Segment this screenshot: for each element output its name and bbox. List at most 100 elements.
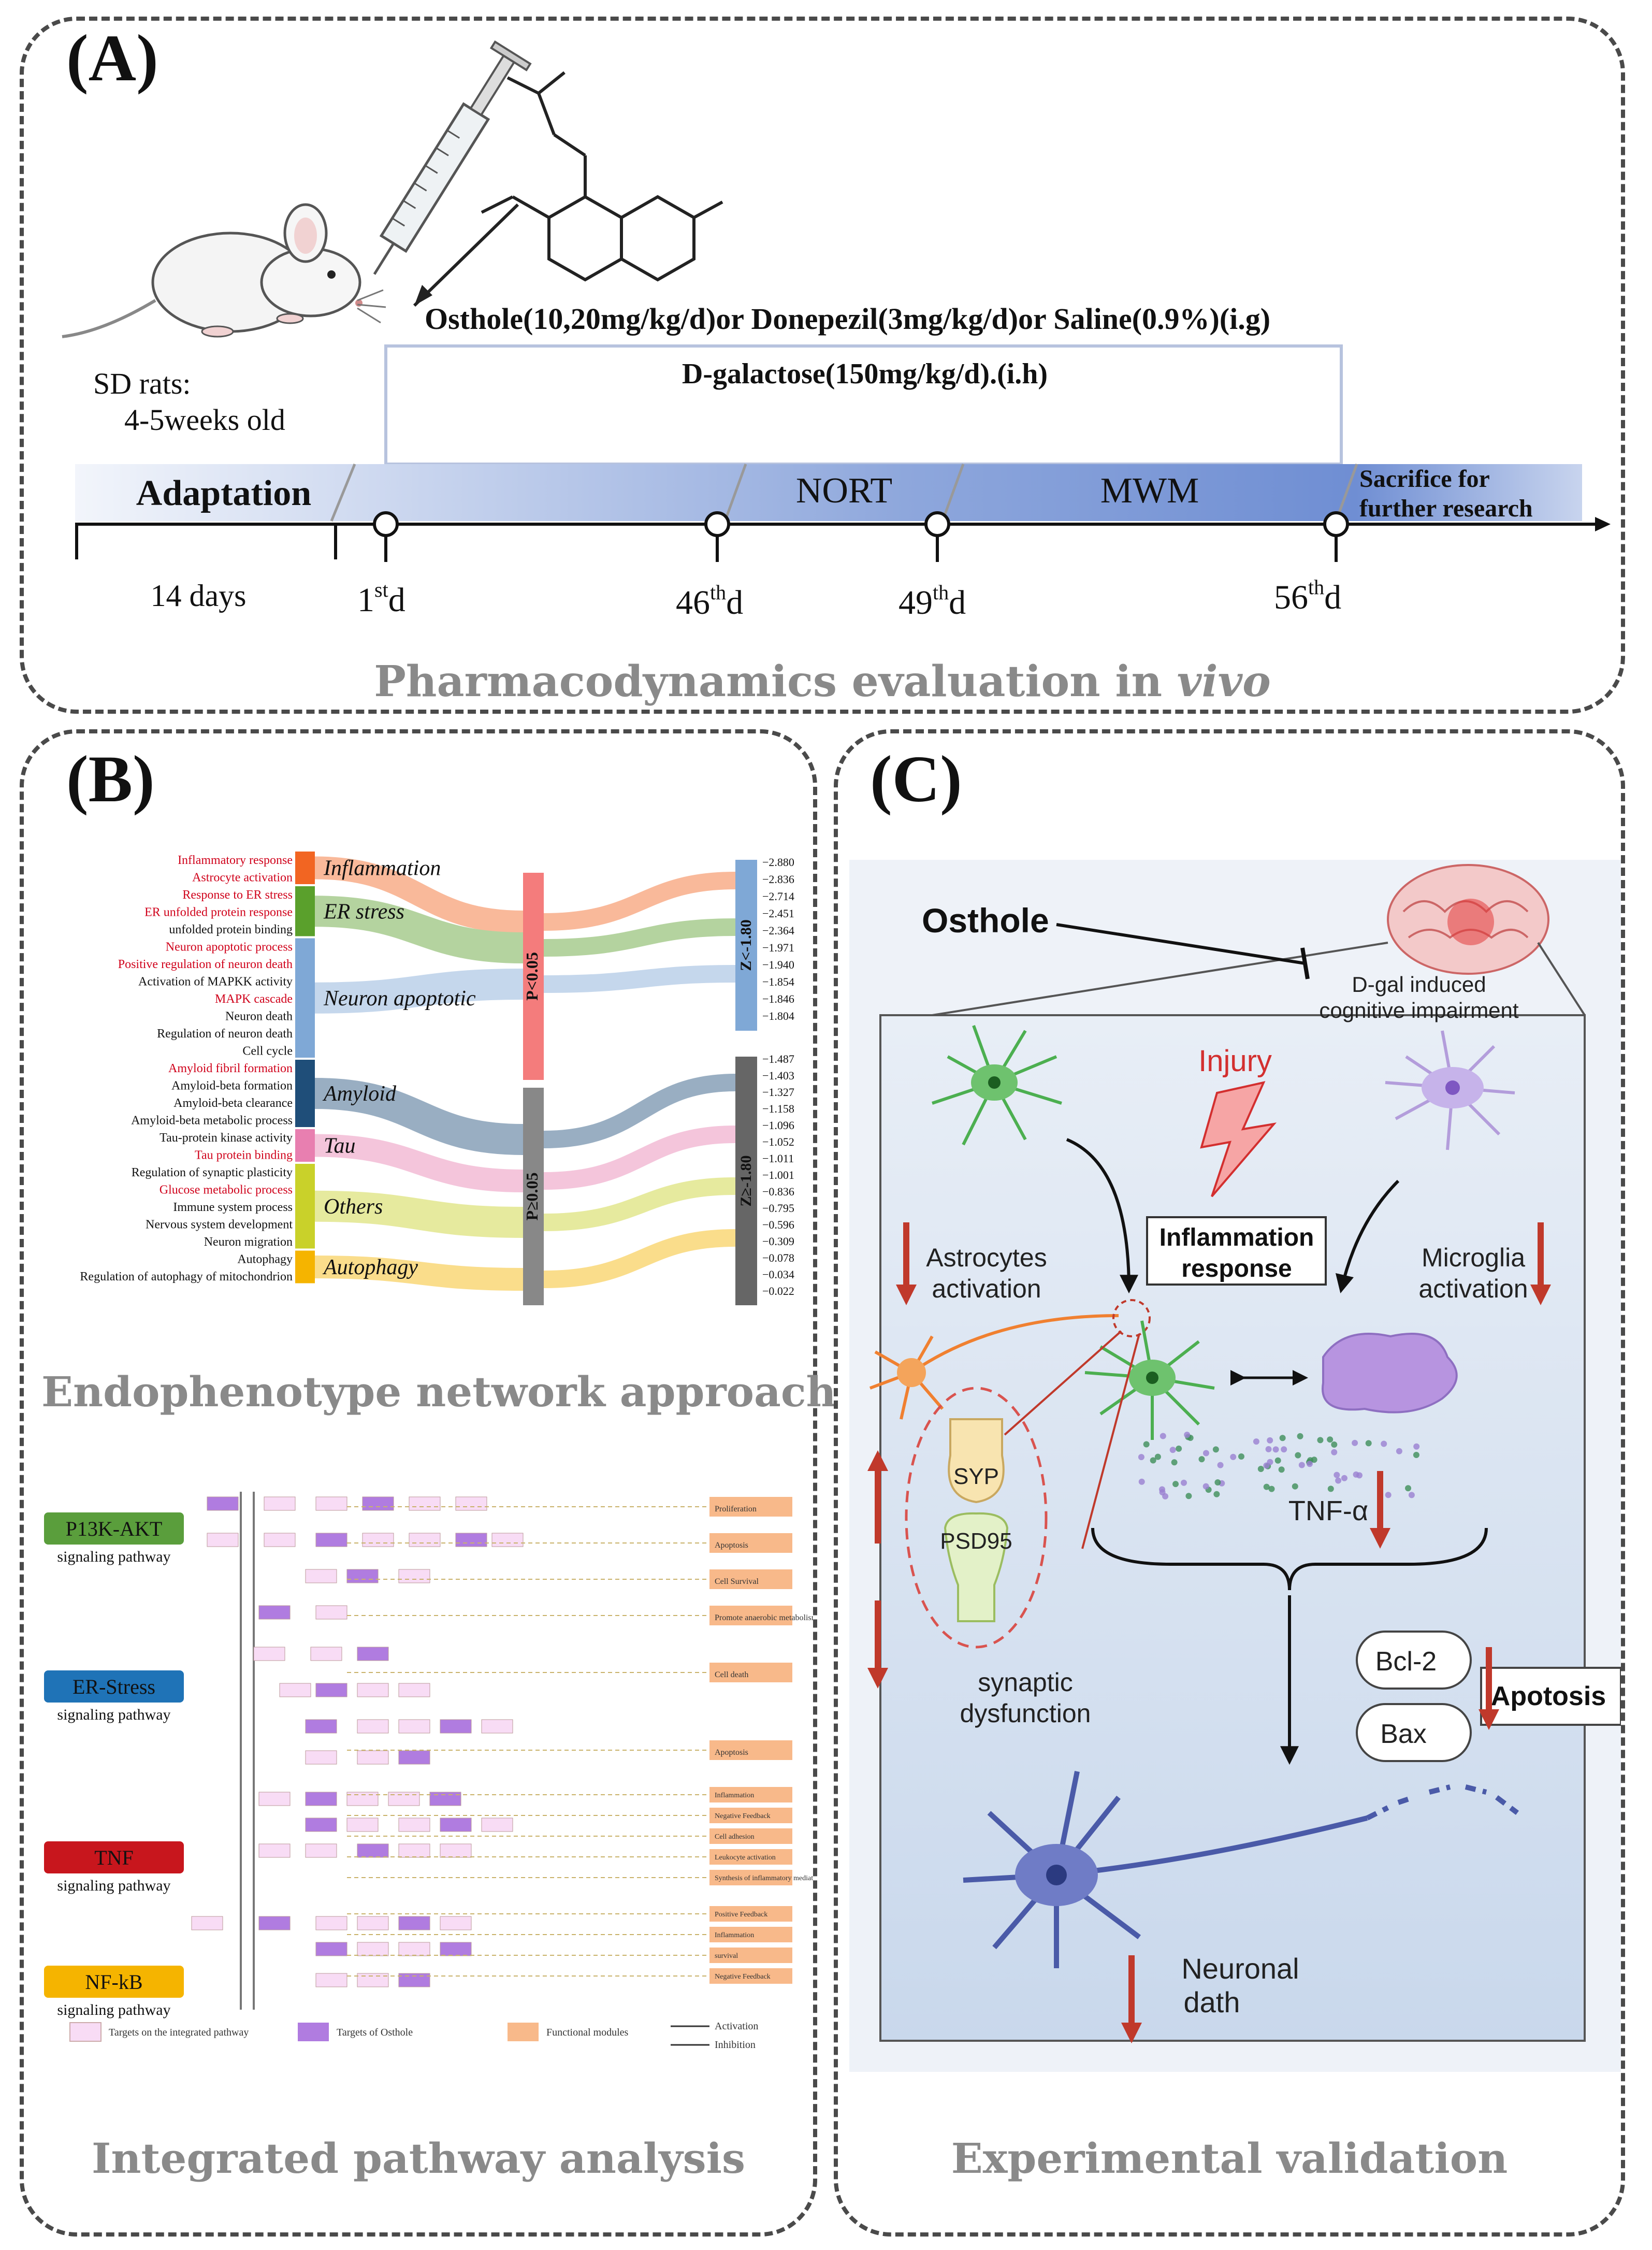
sankey-term: Amyloid fibril formation (168, 1062, 293, 1075)
tnf-dot (1272, 1446, 1279, 1453)
tnf-dot (1413, 1451, 1419, 1458)
tnf-dot (1396, 1448, 1402, 1454)
sankey-term: Amyloid-beta clearance (173, 1097, 293, 1110)
z-value: −1.971 (762, 941, 794, 954)
sankey-term: Neuron death (225, 1010, 293, 1023)
z-value: −0.309 (762, 1235, 794, 1248)
pathway-node (346, 1818, 379, 1832)
sankey-term: Glucose metabolic process (160, 1184, 293, 1197)
pvalue-label-nonsig: P≥0.05 (523, 1172, 541, 1220)
pathway-name: ER-Stress (73, 1675, 155, 1698)
tnf-dot (1185, 1493, 1192, 1499)
output-label: Negative Feedback (715, 1973, 771, 1981)
category-node (295, 1250, 315, 1283)
sankey-term: Regulation of autophagy of mitochondrion (80, 1270, 293, 1283)
neuronal-death-1: Neuronal (1181, 1952, 1299, 1985)
output-module (709, 1968, 792, 1984)
z-value: −1.052 (762, 1135, 794, 1148)
pathway-name: TNF (94, 1846, 134, 1869)
astro-activation-2: activation (932, 1274, 1041, 1303)
tnf-dot (1281, 1446, 1287, 1453)
output-label: Inflammation (715, 1792, 754, 1799)
pathway-node (258, 1605, 291, 1620)
sankey-term: Cell cycle (242, 1045, 293, 1058)
tnf-dot (1278, 1466, 1285, 1473)
sankey-flow (314, 856, 524, 934)
panel-a (20, 17, 1625, 714)
timepoint-markers (373, 511, 1349, 562)
tnf-dot (1150, 1457, 1156, 1464)
z-value: −1.011 (762, 1152, 794, 1165)
z-value: −1.158 (762, 1102, 794, 1115)
legend-activation: Activation (715, 2021, 758, 2032)
tnf-dot (1257, 1466, 1264, 1473)
z-value: −1.854 (762, 975, 794, 988)
tnf-dot (1160, 1433, 1166, 1439)
sankey-term: Neuron apoptotic process (166, 941, 293, 954)
injury-label: Injury (1198, 1044, 1272, 1078)
pathway-node (315, 1916, 347, 1930)
z-value: −1.846 (762, 992, 794, 1005)
output-label: Positive Feedback (715, 1911, 767, 1919)
pathway-node (258, 1843, 291, 1858)
sankey-flow (314, 896, 524, 963)
pathway-node (315, 1533, 347, 1547)
output-module (709, 1569, 792, 1589)
down-arrows (896, 1222, 1551, 1305)
z-value: −1.804 (762, 1009, 794, 1022)
sankey-term: Amyloid-beta formation (171, 1079, 293, 1093)
tnf-dot (1202, 1450, 1209, 1456)
pathway-node (481, 1818, 513, 1832)
pathway-node (362, 1533, 394, 1547)
sankey-term: Inflammatory response (178, 854, 293, 867)
pathway-node (398, 1916, 430, 1930)
down-arrow-neuronal (1121, 1955, 1142, 2043)
panel-b (20, 729, 817, 2237)
rat-illustration (62, 203, 386, 338)
sankey-term: Astrocyte activation (192, 871, 293, 885)
sankey-term: Amyloid-beta metabolic process (131, 1114, 293, 1128)
z-value: −2.714 (762, 890, 794, 903)
output-module (709, 1787, 792, 1802)
pathway-node (362, 1496, 394, 1511)
pathway-node (455, 1496, 487, 1511)
neuronal-death-2: dath (1184, 1986, 1240, 2018)
rats-label-1: SD rats: (93, 367, 191, 400)
sankey-term: Autophagy (237, 1253, 293, 1266)
pathway-node (305, 1843, 337, 1858)
sankey-term: Positive regulation of neuron death (118, 958, 293, 971)
output-module (709, 1808, 792, 1823)
synaptic-1: synaptic (978, 1668, 1073, 1697)
sankey-term: Regulation of neuron death (157, 1027, 293, 1041)
pathway-subtitle: signaling pathway (57, 1877, 170, 1894)
mechanism-diagram: Osthole D-gal induced cognitive impairme… (849, 860, 1621, 2072)
structure-arrow (413, 203, 519, 307)
output-label: Proliferation (715, 1505, 757, 1513)
phase-mwm: MWM (1100, 471, 1199, 511)
panel-a-label: (A) (66, 21, 158, 95)
sankey-flow (543, 1126, 736, 1190)
output-module (709, 1497, 792, 1517)
pathway-node (440, 1916, 472, 1930)
tnf-dot (1327, 1485, 1334, 1492)
z-value: −1.403 (762, 1069, 794, 1082)
timepoint-46: 46thd (676, 581, 743, 622)
output-module (709, 1828, 792, 1844)
sankey-term: Nervous system development (146, 1218, 293, 1232)
tnf-dot (1265, 1446, 1272, 1452)
output-module (709, 1533, 792, 1553)
output-module (709, 1906, 792, 1922)
category-node (295, 1060, 315, 1127)
tnf-dot (1381, 1440, 1387, 1447)
tnf-dot (1405, 1485, 1412, 1492)
pathway-node (398, 1569, 430, 1583)
category-label: Inflammation (323, 857, 441, 881)
tnf-dot (1335, 1477, 1342, 1484)
tnf-dot (1311, 1456, 1317, 1463)
tnf-dot (1297, 1433, 1303, 1439)
pathway-node (398, 1942, 430, 1956)
category-label: Autophagy (322, 1256, 418, 1279)
pathway-subtitle: signaling pathway (57, 1706, 170, 1723)
output-module (709, 1740, 792, 1760)
